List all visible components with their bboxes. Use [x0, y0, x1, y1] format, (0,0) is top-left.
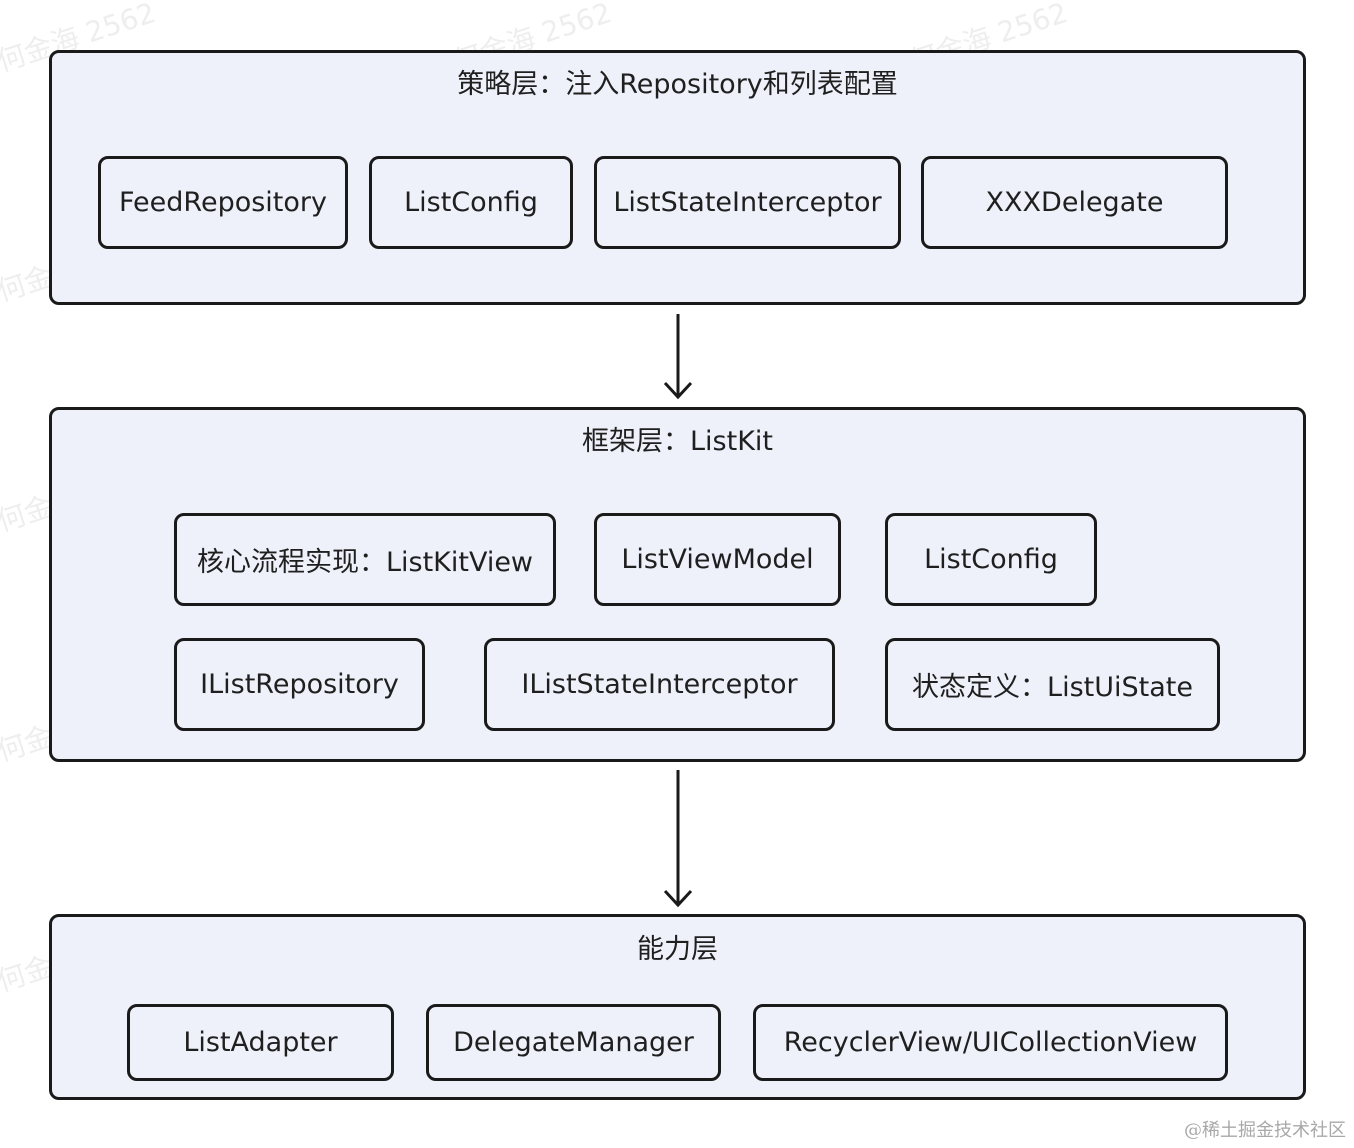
- footer-watermark: @稀土掘金技术社区: [1184, 1120, 1346, 1141]
- node-i-list-state-interceptor: IListStateInterceptor: [484, 638, 835, 731]
- node-list-view-model: ListViewModel: [594, 513, 841, 606]
- node-framework-list-config: ListConfig: [885, 513, 1097, 606]
- node-delegate-manager: DelegateManager: [426, 1004, 721, 1081]
- capability-layer-title: 能力层: [637, 934, 718, 965]
- node-list-state-interceptor: ListStateInterceptor: [594, 156, 901, 249]
- node-recycler-view: RecyclerView/UICollectionView: [753, 1004, 1228, 1081]
- node-xxx-delegate: XXXDelegate: [921, 156, 1228, 249]
- node-i-list-repository: IListRepository: [174, 638, 425, 731]
- node-list-adapter: ListAdapter: [127, 1004, 394, 1081]
- arrow-framework-to-capability: [663, 770, 693, 908]
- framework-layer-title: 框架层：ListKit: [582, 426, 773, 457]
- strategy-layer-title: 策略层：注入Repository和列表配置: [457, 69, 898, 100]
- arrow-strategy-to-framework: [663, 314, 693, 400]
- node-list-config: ListConfig: [369, 156, 573, 249]
- node-list-kit-view: 核心流程实现：ListKitView: [174, 513, 556, 606]
- node-list-ui-state: 状态定义：ListUiState: [885, 638, 1220, 731]
- node-feed-repository: FeedRepository: [98, 156, 348, 249]
